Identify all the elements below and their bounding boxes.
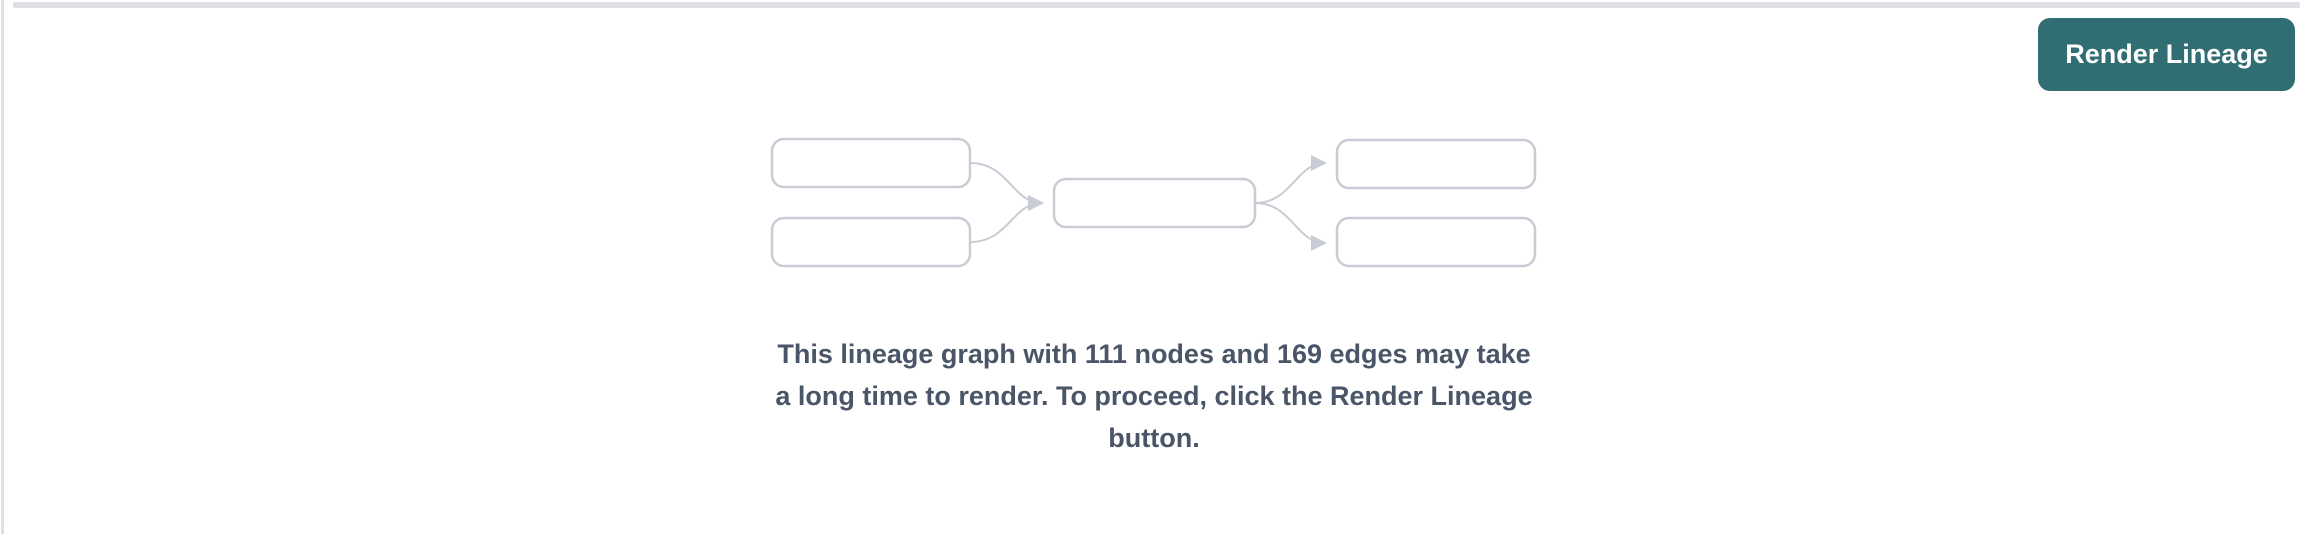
message-line: a long time to render. To proceed, click… (775, 381, 1533, 411)
message-line: This lineage graph with 111 nodes and 16… (777, 339, 1531, 369)
panel-top-border (13, 2, 2300, 8)
panel-left-border (1, 0, 4, 534)
lineage-empty-state: This lineage graph with 111 nodes and 16… (554, 135, 1754, 459)
render-lineage-button[interactable]: Render Lineage (2038, 18, 2295, 91)
render-warning-message: This lineage graph with 111 nodes and 16… (554, 333, 1754, 459)
lineage-graph-placeholder-icon (770, 137, 1537, 268)
message-line: button. (1108, 423, 1200, 453)
